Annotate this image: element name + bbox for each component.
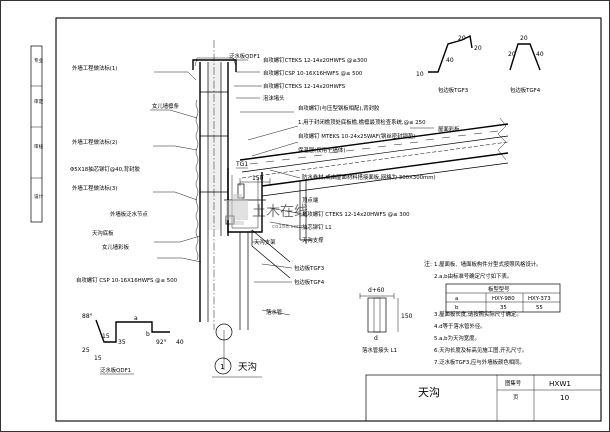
note-6: 6.天沟长度及标高见施工图,开孔尺寸。 (434, 346, 527, 354)
callout-qdf1: 泛水板QDF1 (229, 52, 260, 60)
callout-self-tap-3: 自攻螺钉CTEKS 12-14x20HWFS (263, 82, 346, 90)
title-fig-no-label: 图集号 (505, 379, 522, 387)
callout-tg1: TG1 (235, 161, 248, 168)
note-2: 2.a,b由标准号确定尺寸如下表。 (434, 272, 512, 280)
notes-block: 注: 1.屋面板、墙面板构件分型式按照风格设计。 2.a,b由标准号确定尺寸如下… (424, 260, 561, 366)
callout-mteks: 自攻螺钉 MTEKS 10-24x25WAF(钢丝密封钢垫) (298, 132, 415, 140)
note-4: 4.d等于落水管外径。 (434, 322, 486, 330)
detail-marker: 1 天沟 (212, 357, 262, 378)
callout-wall-detail-3: 外墙工程做法标(3) (72, 184, 117, 192)
callout-wall-detail-2: 外墙工程做法标(2) (72, 138, 117, 146)
callout-gutter-board: 天沟底板 (92, 229, 114, 237)
qdf1-dim-35: 35 (118, 339, 126, 346)
tgf3-dim-20a: 20 (458, 35, 466, 42)
qdf1-dim-b: b (146, 331, 150, 338)
side-stamp-column: 专业 审定 审核 设计 (30, 45, 44, 223)
table-row-b-v1: 35 (500, 305, 507, 311)
callout-purlin-wall: 女儿墙檩条 (152, 102, 180, 110)
qdf1-label: 泛水板QDF1 (100, 366, 131, 374)
table-header-1: HXY-980 (492, 296, 515, 302)
watermark-subtext: co188.com (272, 224, 302, 230)
callout-fold-note: 防水卷材,或由屋面材料搭接面板,网格为 300X300mm) (302, 173, 436, 181)
tgf3-dim-10: 10 (416, 71, 424, 78)
flashing-tgf4: 20 40 20 包边板TGF4 (508, 35, 544, 94)
callout-sealant: 泡沫堵头 (263, 94, 285, 102)
qdf1-dim-15b: 15 (94, 355, 102, 362)
dim-150-text: 150 (252, 175, 264, 182)
notes-title: 注: (424, 260, 432, 268)
detail-marker-number: 1 (220, 362, 225, 371)
tgf4-dim-40: 40 (536, 51, 544, 58)
tgf3-label: 包边板TGF3 (438, 86, 468, 94)
callout-rivet-gutter: 抽芯铆钉 L1 (302, 223, 332, 231)
stamp-1: 专业 (34, 57, 44, 64)
table-header-2: HXY-373 (528, 296, 551, 302)
pipe-dim-150: 150 (401, 313, 413, 320)
callout-outer-flash: 外墙板泛水节点 (110, 210, 148, 218)
tgf4-label: 包边板TGF4 (510, 86, 541, 94)
table-row-b-label: b (455, 305, 459, 311)
callout-self-tap-1: 自攻螺钉CTEKS 12-14x20HWFS @≤300 (263, 56, 368, 64)
qdf1-dim-15a: 15 (102, 333, 110, 340)
callout-panel-seal: 自攻螺钉(与压型钢板相配),背封胶 (298, 104, 380, 112)
pipe-connector-detail: d+60 150 d 落水管接头 L1 (359, 287, 413, 354)
callout-rivet-note: 1.用于封闭檐顶处底板檐,檐檩最顶检查系统,@≤ 250 (298, 118, 426, 126)
leader-lines (150, 59, 434, 316)
title-page-label: 页 (513, 394, 519, 401)
title-block: 天沟 图集号 HXW1 页 10 (365, 374, 602, 422)
note-7: 7.泛水板TGF3,应与外墙板颜色相同。 (434, 358, 525, 366)
parapet-wall (192, 40, 237, 330)
callout-self-tap-2: 自攻螺钉CSP 10-16X16HWFS @≤ 500 (263, 69, 363, 77)
callout-self-tap-5: 自攻螺钉 CSP 10-16X16HWFS @≤ 500 (76, 276, 178, 284)
roof-slope (239, 117, 509, 279)
tgf3-dim-20b: 20 (474, 45, 482, 52)
title-fig-no: HXW1 (549, 379, 571, 388)
callout-cover-tgf4: 包边板TGF4 (294, 278, 325, 286)
note-3: 3.屋面板长度,请按照实际尺寸确定。 (434, 310, 522, 318)
stamp-3: 审核 (34, 143, 44, 150)
qdf1-dim-a: a (134, 315, 138, 322)
watermark-logo: 土木在线 co188.com (226, 194, 308, 230)
tgf3-dim-40: 40 (446, 57, 454, 64)
callout-insulation: 保温层(仅用于墙体) (298, 146, 345, 154)
pipe-dim-d: d (374, 335, 378, 342)
note-5: 5.a,b为天沟宽度。 (434, 334, 480, 342)
detail-marker-title: 天沟 (238, 361, 257, 373)
callout-upper-label: 女儿墙彩板 (102, 243, 130, 251)
table-header-0: 板型型号 (488, 285, 510, 293)
callout-wall-detail-1: 外墙工程做法标(1) (72, 64, 117, 72)
qdf1-dim-angle-1: 88° (82, 313, 93, 320)
title-page: 10 (560, 393, 570, 402)
inner-border (55, 17, 602, 422)
callout-self-tap-4: 自攻螺钉 CTEKS 12-14x20HWFS @≤ 300 (302, 210, 410, 218)
callout-bolt-spec: Φ5X18抽芯铆钉@40,背封胶 (70, 165, 141, 173)
table-row-a-label: a (455, 296, 458, 302)
pipe-dim-d60: d+60 (368, 287, 385, 294)
dimension-150: 150 (239, 175, 271, 186)
downpipe (215, 232, 249, 370)
title-drawing-name: 天沟 (418, 386, 440, 399)
qdf1-dim-25: 25 (82, 347, 90, 354)
callout-gutter-bar: 天沟支撑 (302, 236, 324, 244)
callout-gutter-bracket: 天沟支架 (254, 238, 276, 246)
table-row-b-v2: 55 (536, 305, 543, 311)
callout-bottom-note: 顶点端 (302, 196, 319, 204)
flashing-qdf1: 88° a 15 b 35 25 15 92° 40 泛水板QDF1 (82, 313, 184, 375)
flashing-tgf3: 20 10 20 40 包边板TGF3 (416, 34, 482, 94)
callout-roof-panel: 屋面彩板 (438, 125, 460, 133)
note-1: 1.屋面板、墙面板构件分型式按照风格设计。 (434, 260, 542, 268)
tgf4-dim-20b: 20 (508, 51, 516, 58)
callout-drain-pipe: 落水管 (266, 308, 283, 316)
callout-cover-tgf3: 包边板TGF3 (294, 264, 324, 272)
watermark-text: 土木在线 (252, 204, 308, 220)
qdf1-dim-40: 40 (176, 339, 184, 346)
qdf1-dim-angle-2: 92° (156, 339, 167, 346)
tgf4-dim-20a: 20 (520, 35, 528, 42)
stamp-2: 审定 (34, 98, 44, 105)
stamp-4: 设计 (34, 193, 44, 200)
pipe-detail-label: 落水管接头 L1 (362, 346, 397, 354)
